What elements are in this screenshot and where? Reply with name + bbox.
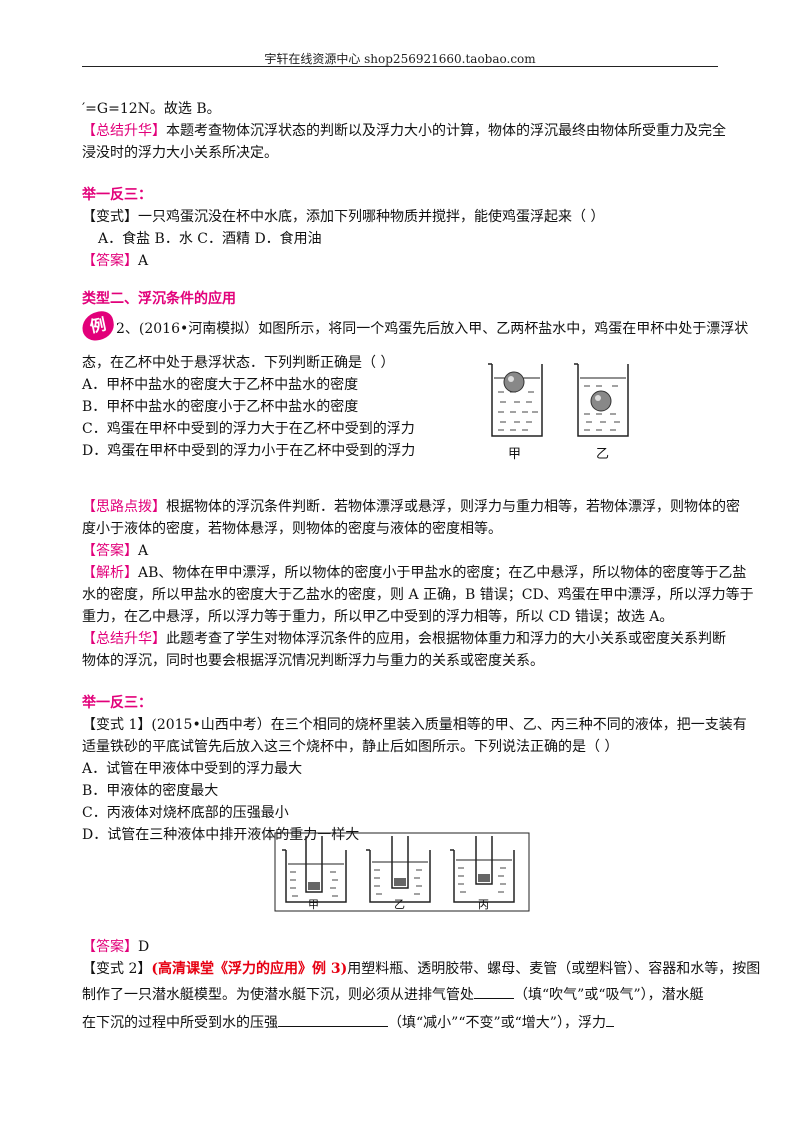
variant1-option-c: C．丙液体对烧杯底部的压强最小 xyxy=(82,805,289,821)
hint-text: 根据物体的浮沉条件判断．若物体漂浮或悬浮，则浮力与重力相等，若物体漂浮，则物体的… xyxy=(166,499,740,515)
analysis-line-1: 【解析】AB、物体在甲中漂浮，所以物体的密度小于甲盐水的密度；在乙中悬浮，所以物… xyxy=(82,562,746,584)
practice-heading-2: 举一反三： xyxy=(82,695,152,711)
variant2-text: （填“减小”“不变”或“增大”），浮力 xyxy=(388,1015,606,1031)
test-tube-icon xyxy=(305,836,323,893)
variant2-text: 在下沉的过程中所受到水的压强 xyxy=(82,1015,278,1031)
fill-blank xyxy=(474,984,514,999)
answer-value: A xyxy=(138,543,149,559)
variant1-answer: 【答案】D xyxy=(82,936,149,958)
variant2-line-2: 制作了一只潜水艇模型。为使潜水艇下沉，则必须从进排气管处 （填“吹气”或“吸气”）… xyxy=(82,984,704,1006)
analysis-line-2: 水的密度，所以甲盐水的密度大于乙盐水的密度，则 A 正确，B 错误；CD、鸡蛋在… xyxy=(82,587,754,603)
option-d: D．鸡蛋在甲杯中受到的浮力小于在乙杯中受到的浮力 xyxy=(82,443,416,459)
example-badge-icon: 例 xyxy=(79,308,117,344)
variant-question: 【变式】一只鸡蛋沉没在杯中水底，添加下列哪种物质并搅拌，能使鸡蛋浮起来（ ） xyxy=(82,209,605,225)
summary-1-line-2: 浸没时的浮力大小关系所决定。 xyxy=(82,145,278,161)
variant1-option-d: D．试管在三种液体中排开液体的重力一样大 xyxy=(82,827,360,843)
beaker-figure-2: 甲 乙 xyxy=(274,832,530,912)
summary-2-line-2: 物体的浮沉，同时也要会根据浮沉情况判断浮力与重力的关系或密度关系。 xyxy=(82,653,544,669)
page-header: 宇轩在线资源中心 shop256921660.taobao.com xyxy=(264,52,536,66)
variant2-text: 制作了一只潜水艇模型。为使潜水艇下沉，则必须从进排气管处 xyxy=(82,987,474,1003)
option-c: C．鸡蛋在甲杯中受到的浮力大于在乙杯中受到的浮力 xyxy=(82,421,415,437)
label-yi-2: 乙 xyxy=(394,898,405,911)
variant1-line-1: 【变式 1】(2015•山西中考）在三个相同的烧杯里装入质量相等的甲、乙、丙三种… xyxy=(82,717,747,733)
hint-line-1: 【思路点拨】根据物体的浮沉条件判断．若物体漂浮或悬浮，则浮力与重力相等，若物体漂… xyxy=(82,496,740,518)
label-jia: 甲 xyxy=(508,447,521,462)
answer-value: D xyxy=(138,939,150,955)
beaker-yi xyxy=(574,363,629,437)
variant-options: A．食盐 B．水 C．酒精 D．食用油 xyxy=(98,231,322,247)
beaker-figure-1: 甲 乙 xyxy=(488,363,629,462)
summary-tag: 【总结升华】 xyxy=(82,631,166,647)
option-a: A．甲杯中盐水的密度大于乙杯中盐水的密度 xyxy=(82,377,359,393)
variant-answer: 【答案】A xyxy=(82,250,148,272)
beaker-jia xyxy=(488,363,543,437)
option-b: B．甲杯中盐水的密度小于乙杯中盐水的密度 xyxy=(82,399,359,415)
practice-heading-1: 举一反三： xyxy=(82,187,152,203)
summary-text: 本题考查物体沉浮状态的判断以及浮力大小的计算，物体的浮沉最终由物体所受重力及完全 xyxy=(166,123,726,139)
answer-2: 【答案】A xyxy=(82,540,148,562)
hint-line-2: 度小于液体的密度，若物体悬浮，则物体的密度与液体的密度相等。 xyxy=(82,521,502,537)
summary-tag: 【总结升华】 xyxy=(82,123,166,139)
summary-2-line-1: 【总结升华】此题考查了学生对物体浮沉条件的应用，会根据物体重力和浮力的大小关系或… xyxy=(82,628,726,650)
answer-tag: 【答案】 xyxy=(82,939,138,955)
variant1-line-2: 适量铁砂的平底试管先后放入这三个烧杯中，静止后如图所示。下列说法正确的是（ ） xyxy=(82,739,619,755)
variant1-option-b: B．甲液体的密度最大 xyxy=(82,783,219,799)
test-tube-icon xyxy=(391,836,409,889)
egg-icon xyxy=(503,371,525,393)
variant2-source: (高清课堂《浮力的应用》例 3) xyxy=(151,961,348,977)
variant2-line-1: 【变式 2】(高清课堂《浮力的应用》例 3)用塑料瓶、透明胶带、螺母、麦管（或塑… xyxy=(82,958,760,980)
test-tube-icon xyxy=(475,836,493,885)
answer-tag: 【答案】 xyxy=(82,543,138,559)
label-jia-2: 甲 xyxy=(308,898,319,911)
label-yi: 乙 xyxy=(596,447,609,462)
example-2-line-1: 2、(2016•河南模拟）如图所示，将同一个鸡蛋先后放入甲、乙两杯盐水中，鸡蛋在… xyxy=(116,321,749,337)
fill-blank xyxy=(605,1012,614,1027)
label-bing: 丙 xyxy=(478,898,489,911)
variant2-text: （填“吹气”或“吸气”），潜水艇 xyxy=(514,987,704,1003)
prev-fragment: ′=G=12N。故选 B。 xyxy=(82,101,221,117)
analysis-text: AB、物体在甲中漂浮，所以物体的密度小于甲盐水的密度；在乙中悬浮，所以物体的密度… xyxy=(138,565,747,581)
variant2-tag: 【变式 2】 xyxy=(82,961,152,977)
analysis-tag: 【解析】 xyxy=(82,565,138,581)
summary-1-line-1: 【总结升华】本题考查物体沉浮状态的判断以及浮力大小的计算，物体的浮沉最终由物体所… xyxy=(82,120,726,142)
answer-tag: 【答案】 xyxy=(82,253,138,269)
section-heading-type2: 类型二、浮沉条件的应用 xyxy=(82,291,236,307)
beaker-bing: 丙 xyxy=(450,836,515,911)
egg-icon xyxy=(590,390,612,412)
beaker-jia-2: 甲 xyxy=(282,836,347,911)
variant2-text: 用塑料瓶、透明胶带、螺母、麦管（或塑料管）、容器和水等，按图 xyxy=(347,961,761,977)
example-2-line-2: 态，在乙杯中处于悬浮状态．下列判断正确是（ ） xyxy=(82,355,395,371)
fill-blank xyxy=(278,1012,388,1027)
summary-text: 此题考查了学生对物体浮沉条件的应用，会根据物体重力和浮力的大小关系或密度关系判断 xyxy=(166,631,726,647)
variant2-line-3: 在下沉的过程中所受到水的压强 （填“减小”“不变”或“增大”），浮力 xyxy=(82,1012,614,1034)
variant1-option-a: A．试管在甲液体中受到的浮力最大 xyxy=(82,761,303,777)
beaker-yi-2: 乙 xyxy=(366,836,431,911)
header-rule xyxy=(82,66,718,67)
answer-value: A xyxy=(138,253,149,269)
analysis-line-3: 重力，在乙中悬浮，所以浮力等于重力，所以甲乙中受到的浮力相等，所以 CD 错误；… xyxy=(82,609,674,625)
hint-tag: 【思路点拨】 xyxy=(82,499,166,515)
